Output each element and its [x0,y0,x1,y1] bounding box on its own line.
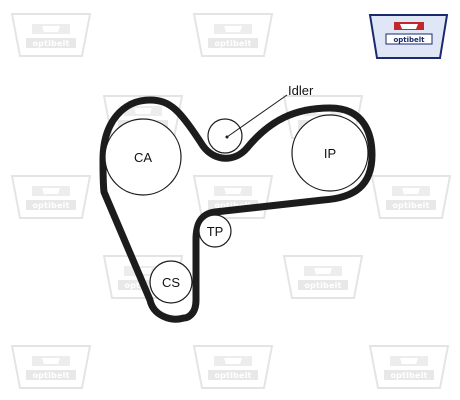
timing-belt [99,96,376,323]
watermark-layer [11,13,451,389]
pulley-cs-label: CS [162,275,180,290]
optibelt-logo-text: optibelt [393,36,425,44]
callout-anchor-dot [225,135,229,139]
pulley-idler [207,118,243,154]
pulley-ip: IP [291,114,369,192]
pulley-tp: TP [198,214,232,248]
pulley-cs: CS [149,260,193,304]
pulley-ca-label: CA [134,150,152,165]
pulley-ca: CA [104,118,182,196]
idler-callout: Idler [225,83,314,139]
callout-leader-line [226,94,288,138]
pulley-ip-label: IP [324,146,336,161]
optibelt-logo: optibelt [368,14,449,59]
pulley-tp-label: TP [207,224,224,239]
idler-callout-label: Idler [288,83,314,98]
